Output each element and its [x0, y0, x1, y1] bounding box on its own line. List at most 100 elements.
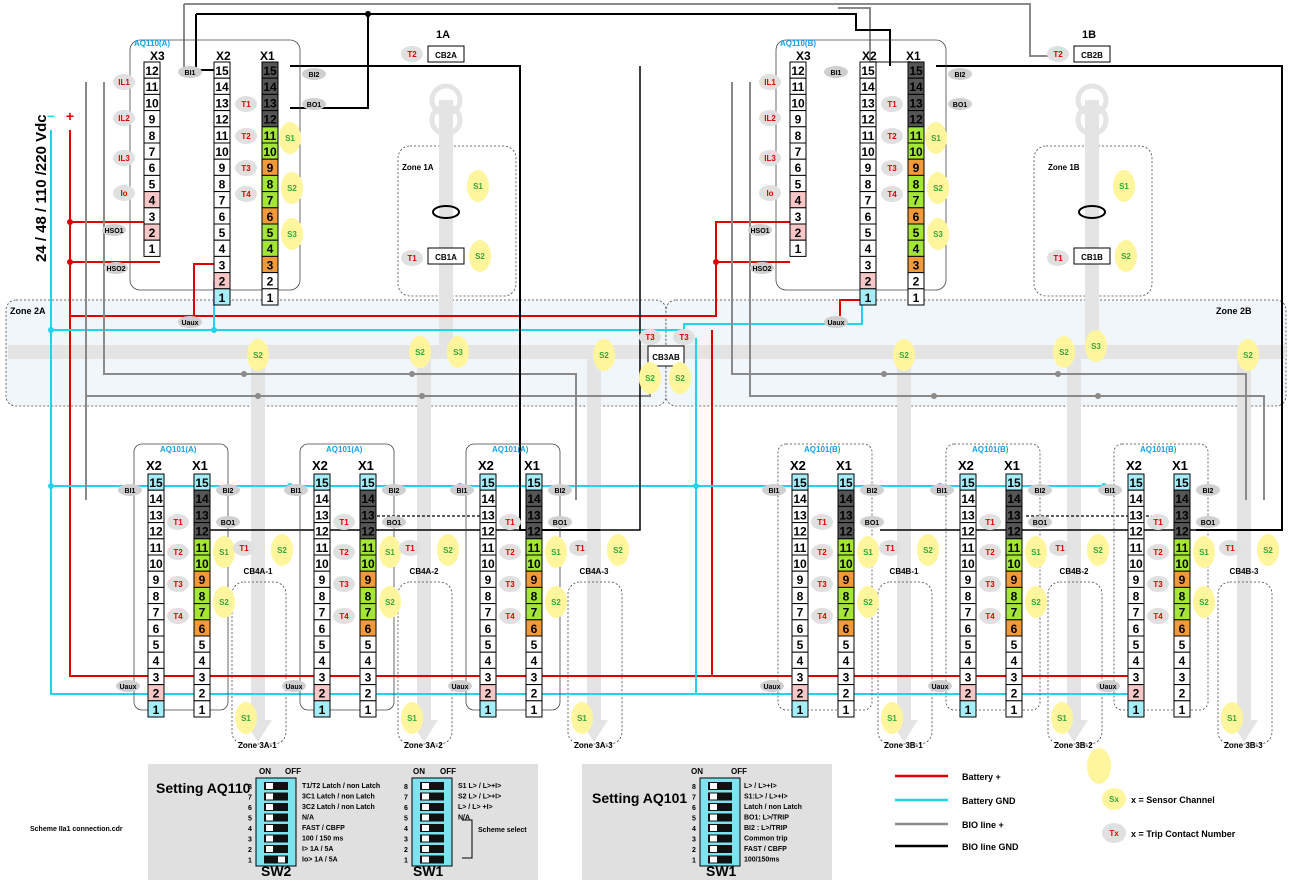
aq101-3-box — [777, 443, 873, 711]
aq101-3-zone-label: Zone 3B-1 — [884, 741, 923, 750]
terminal-number: 13 — [481, 508, 495, 522]
tag-label: BO1 — [953, 102, 968, 109]
terminal-number: 9 — [199, 573, 206, 587]
scheme-select-bracket — [462, 819, 473, 859]
sensor-label: S2 — [415, 348, 425, 357]
sensor-s2 — [1257, 534, 1279, 566]
tag-marker — [178, 66, 202, 78]
junction-dot — [67, 219, 73, 225]
sensor-label: S2 — [899, 351, 909, 360]
terminal-number: 2 — [485, 687, 492, 701]
terminal-number: 6 — [1179, 622, 1186, 636]
terminal-number: 3 — [267, 258, 274, 272]
trip-marker — [1147, 544, 1169, 560]
dip-slot — [708, 834, 732, 843]
terminal-number: 10 — [1007, 557, 1021, 571]
tag-label: HSO1 — [104, 228, 123, 235]
aq101-3-title: AQ101(B) — [804, 445, 841, 454]
aq110a-title: AQ110(A) — [134, 39, 170, 48]
tag-marker — [1028, 516, 1052, 528]
sensor-label: S1 — [219, 548, 229, 557]
terminal-number: 14 — [1129, 492, 1143, 506]
terminal-number: 7 — [485, 606, 492, 620]
terminal-number: 13 — [861, 96, 875, 110]
sensor-label: S2 — [253, 351, 263, 360]
tag-label: BI2 — [1203, 488, 1214, 495]
sensor-label: S2 — [277, 546, 287, 555]
terminal-number: 1 — [267, 291, 274, 305]
terminal-number: 15 — [195, 476, 209, 490]
sensor-label: S1 — [285, 134, 295, 143]
dip-slot — [264, 803, 288, 811]
dip-slot — [264, 834, 288, 843]
tag-label: BI1 — [831, 70, 842, 77]
dip-toggle — [710, 856, 717, 863]
terminal-number: 10 — [1175, 557, 1189, 571]
terminal-number: 14 — [361, 492, 375, 506]
dip-slot — [420, 813, 444, 822]
dip-toggle — [266, 835, 273, 842]
aq110b-cb-mid-box — [1073, 247, 1111, 265]
terminal-cell — [859, 288, 877, 306]
trip-marker — [759, 185, 781, 201]
tag-marker — [748, 224, 772, 236]
aq101-3-x1-header: X1 — [836, 458, 852, 473]
trip-label: T4 — [985, 612, 995, 621]
aq101-2-box — [465, 443, 561, 711]
terminal-number: 8 — [965, 589, 972, 603]
sensor-s2 — [379, 586, 401, 618]
sensor-s1 — [401, 702, 423, 734]
terminal-number: 1 — [365, 703, 372, 717]
aq101-1-x2-header: X2 — [312, 458, 328, 473]
terminal-number: 9 — [795, 113, 802, 127]
terminal-number: 12 — [315, 525, 329, 539]
transformer-coil — [1075, 103, 1109, 137]
terminal-number: 14 — [315, 492, 329, 506]
terminal-number: 15 — [839, 476, 853, 490]
sensor-s3 — [281, 218, 303, 250]
dip-number: 6 — [692, 805, 696, 812]
junction-dot — [365, 11, 371, 17]
aq101-2-cb-label: CB4A-3 — [580, 567, 609, 576]
tag-label: BI1 — [125, 488, 136, 495]
bio-gnd-wire — [290, 14, 369, 109]
terminal-number: 9 — [531, 573, 538, 587]
terminal-number: 7 — [219, 194, 226, 208]
zone-3-area — [1047, 581, 1103, 745]
terminal-number: 1 — [153, 703, 160, 717]
trip-marker — [979, 576, 1001, 592]
tag-marker — [948, 98, 972, 110]
trip-label: T2 — [1153, 548, 1163, 557]
dip-slot — [264, 845, 288, 853]
tag-marker — [548, 484, 572, 496]
legend-sx: Sx — [1109, 795, 1119, 804]
tag-marker — [1196, 516, 1220, 528]
trip-label: T3 — [887, 164, 897, 173]
trip-marker — [333, 544, 355, 560]
tag-label: Uaux — [931, 684, 948, 691]
trip-marker — [811, 576, 833, 592]
current-transformer — [1078, 205, 1106, 219]
terminal-number: 7 — [965, 606, 972, 620]
terminal-number: 6 — [267, 210, 274, 224]
dip-number: 2 — [248, 847, 252, 854]
sensor-label: S2 — [613, 546, 623, 555]
junction-dot — [48, 327, 54, 333]
tag-label: BI1 — [291, 488, 302, 495]
terminal-number: 14 — [195, 492, 209, 506]
junction-dot — [1055, 371, 1061, 377]
dip-number: 7 — [248, 795, 252, 802]
terminal-number: 11 — [146, 80, 159, 94]
aq101-1-zone-label: Zone 3A-2 — [404, 741, 443, 750]
sensor-label: S2 — [645, 374, 655, 383]
terminal-number: 2 — [153, 687, 160, 701]
terminal-number: 7 — [267, 194, 274, 208]
settings-aq110-on2: ON — [413, 767, 425, 776]
trip-label: T3 — [679, 333, 689, 342]
terminal-number: 3 — [531, 670, 538, 684]
sensor-label: S2 — [599, 351, 609, 360]
